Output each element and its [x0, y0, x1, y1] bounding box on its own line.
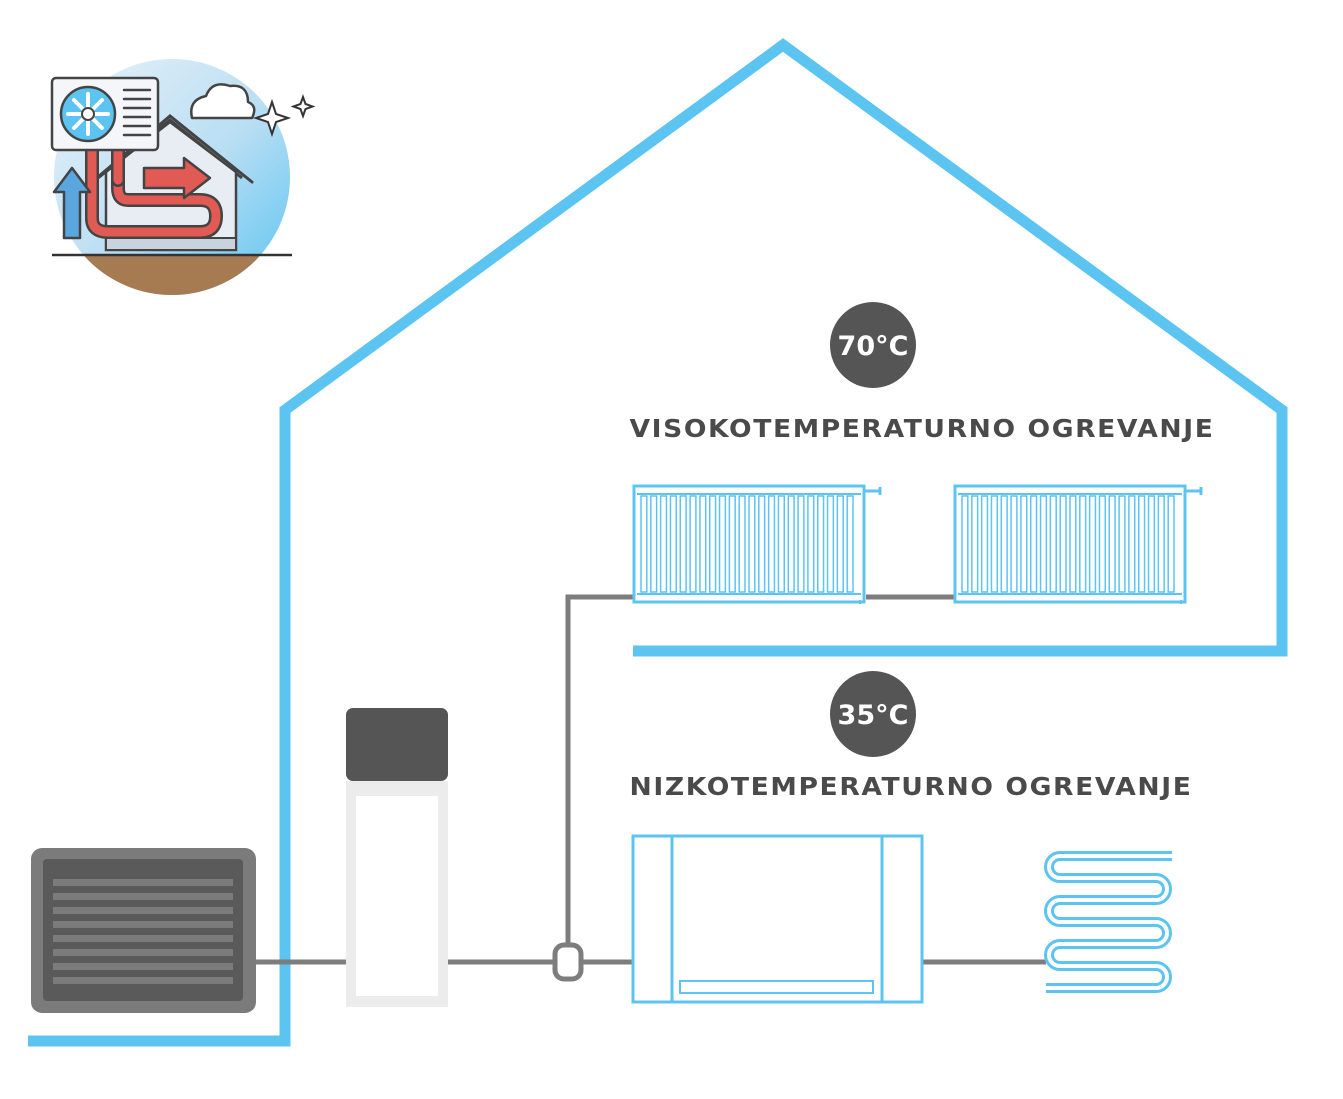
low-temp-badge — [830, 671, 916, 757]
heat-flow-arrow-icon — [85, 138, 223, 239]
icon-outdoor-unit — [50, 76, 160, 152]
high-temp-badge — [830, 302, 916, 388]
radiators — [632, 484, 1203, 604]
low-temp-group: 35°C NIZKOTEMPERATURNO OGREVANJE — [630, 671, 1193, 801]
pipe-junction — [552, 942, 584, 982]
fan-coil-icon — [631, 834, 924, 1004]
high-temp-group: 70°C VISOKOTEMPERATURNO OGREVANJE — [630, 302, 1215, 443]
heat-pump-house-icon — [50, 59, 316, 295]
house-outline — [28, 38, 1288, 1047]
radiator-icon — [632, 484, 882, 604]
pipes — [256, 594, 1046, 965]
sparkle-icon — [252, 94, 316, 138]
high-temp-badge-text: 70°C — [838, 331, 909, 362]
radiator-icon — [953, 484, 1203, 604]
storage-tank-icon — [346, 708, 448, 1007]
high-temp-label: VISOKOTEMPERATURNO OGREVANJE — [630, 414, 1215, 443]
outdoor-unit-icon — [31, 848, 256, 1013]
cloud-icon — [190, 83, 256, 120]
floor-heating-coil-inner — [1046, 854, 1172, 990]
cold-air-arrow-icon — [52, 166, 92, 240]
low-temp-label: NIZKOTEMPERATURNO OGREVANJE — [630, 772, 1193, 801]
low-temp-badge-text: 35°C — [838, 700, 909, 731]
